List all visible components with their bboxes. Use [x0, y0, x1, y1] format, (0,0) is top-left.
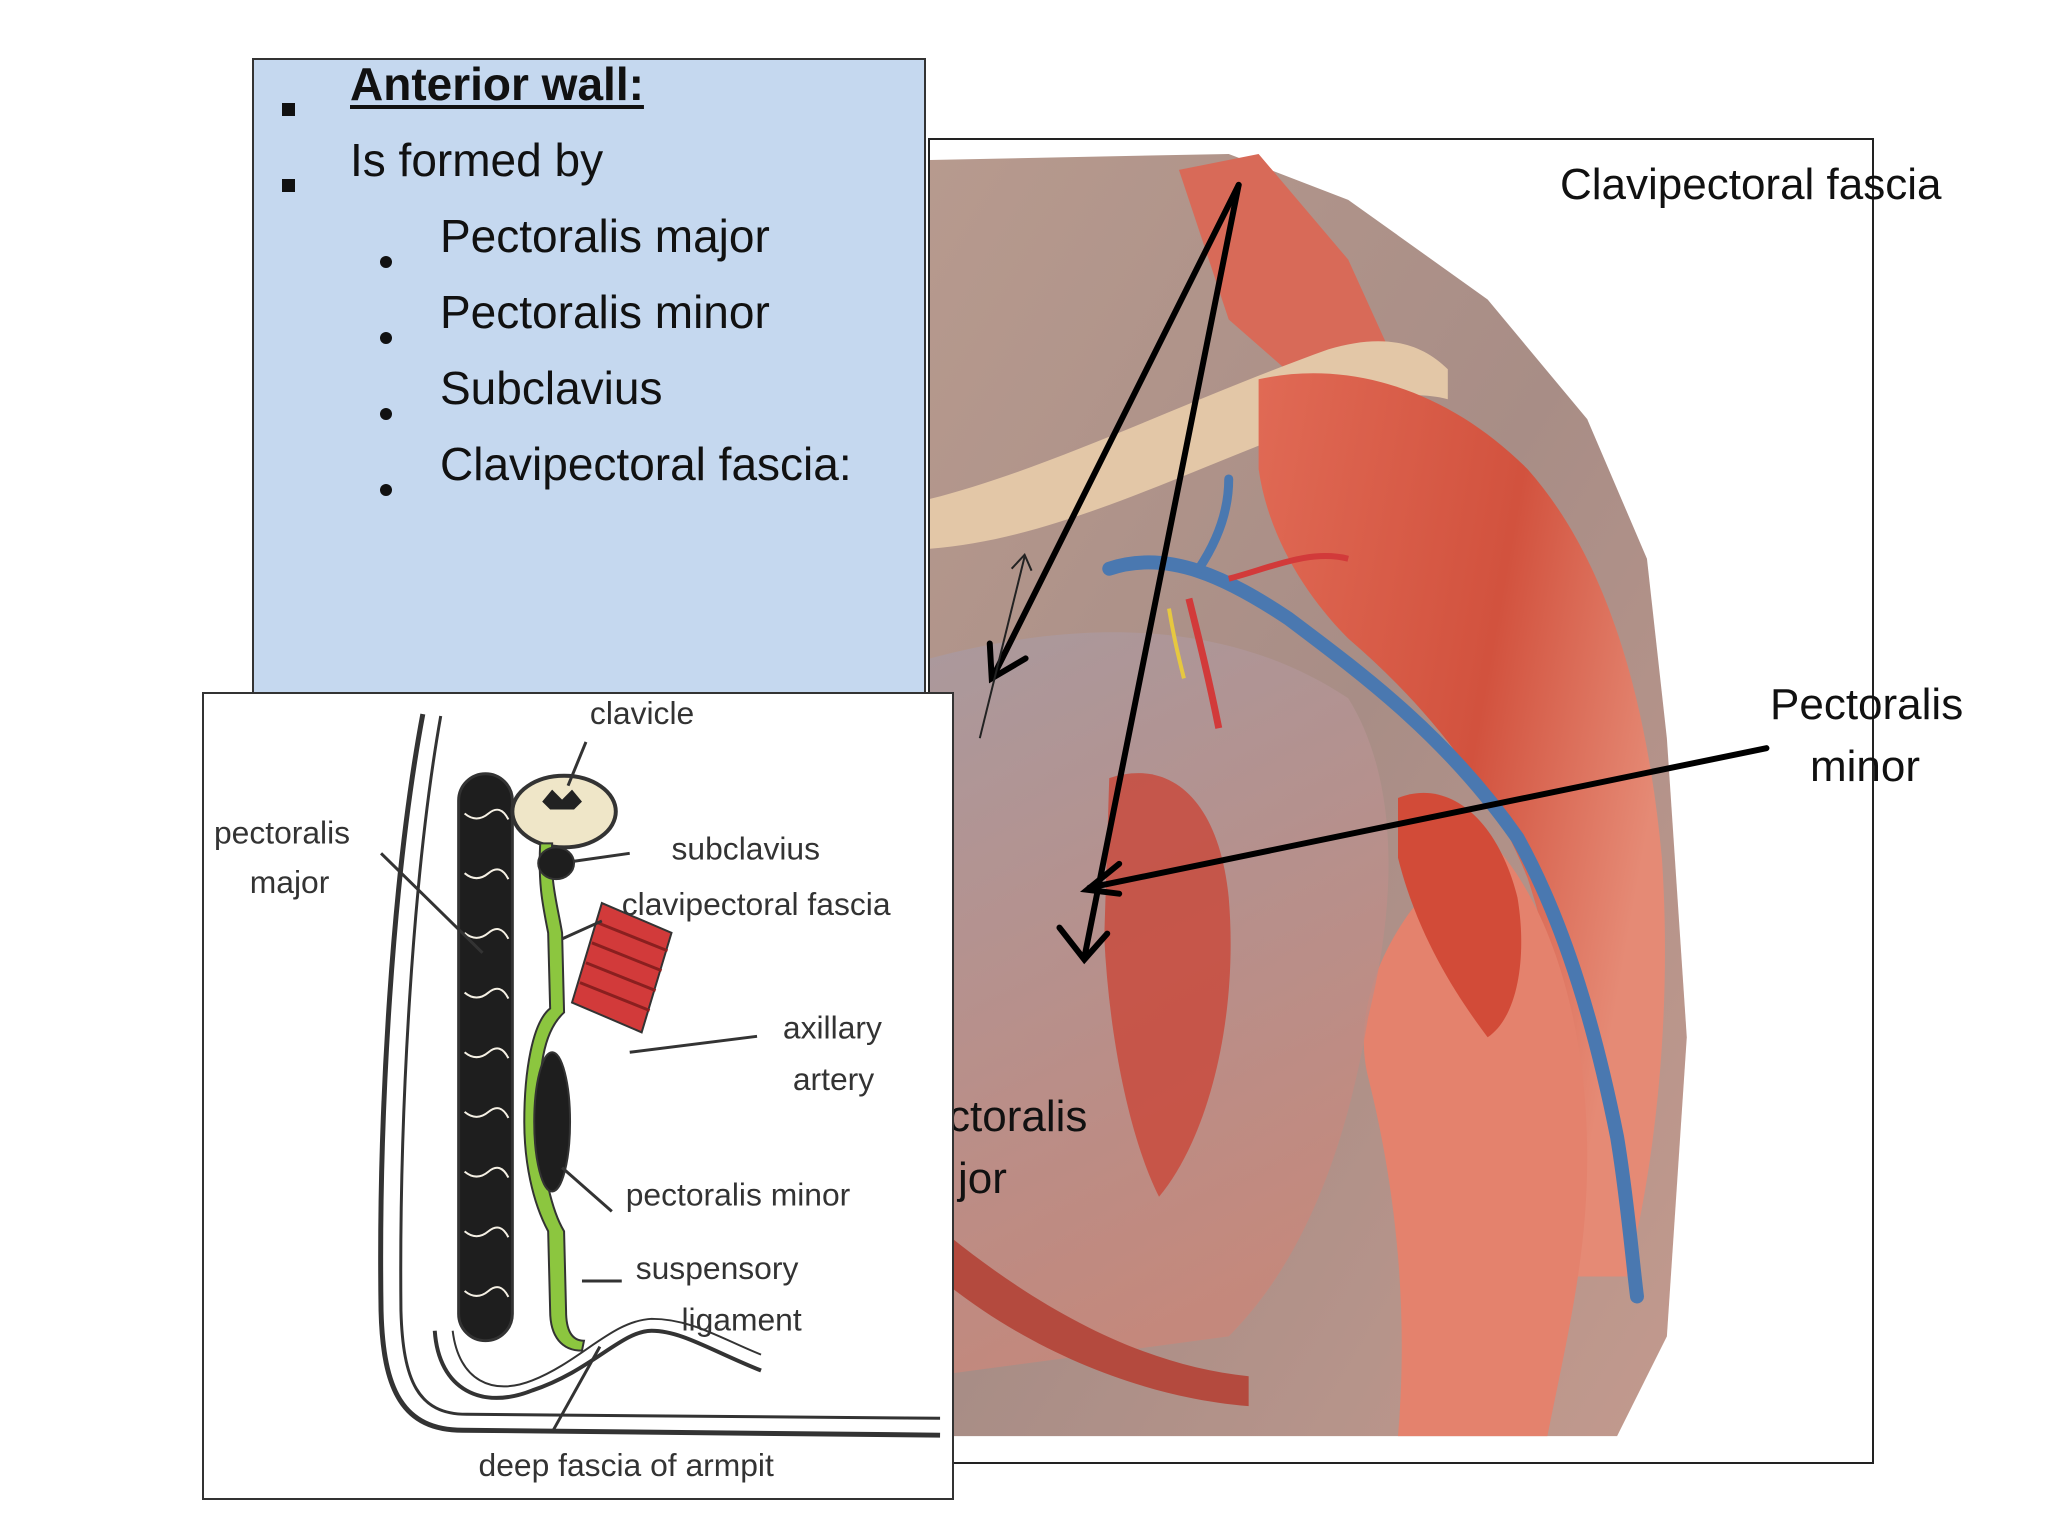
label-pectoralis-minor-2: minor	[1810, 742, 1921, 791]
item-subclavius: Subclavius	[440, 362, 663, 414]
nerve	[1167, 608, 1186, 679]
label-pectoralis-major-2: jor	[958, 1154, 1007, 1203]
square-bullet-icon	[282, 103, 295, 116]
pectoralis-major-shape	[457, 772, 514, 1343]
label-clavipectoral-fascia: Clavipectoral fascia	[1560, 160, 1942, 209]
label-pectoralis-minor-1: Pectoralis	[1770, 680, 1964, 729]
inset-label-pectoralis-minor: pectoralis minor	[626, 1176, 851, 1212]
axillary-artery-shape	[570, 901, 673, 1034]
arrow-head-3	[1080, 860, 1123, 897]
anatomy-illustration	[930, 153, 1770, 1437]
arrow-fascia-1	[991, 181, 1242, 677]
arrow-head-1	[986, 640, 1029, 684]
skin-inner	[399, 715, 941, 1420]
rib-edge	[949, 1236, 1249, 1407]
skin-outer	[378, 713, 941, 1438]
item-formed-by: Is formed by	[350, 134, 604, 186]
round-bullet-icon	[380, 256, 392, 268]
item-clavipectoral-fascia: Clavipectoral fascia:	[440, 438, 852, 490]
annotation-arrows	[986, 181, 1770, 965]
label-pectoralis-major-1: ctoralis	[948, 1092, 1088, 1141]
inset-label-suspensory-2: ligament	[681, 1302, 801, 1338]
inset-label-axillary-1: axillary	[783, 1009, 882, 1045]
inset-label-subclavius: subclavius	[672, 830, 821, 866]
inset-label-pectoralis-major-2: major	[250, 864, 330, 900]
inset-label-suspensory-1: suspensory	[636, 1250, 799, 1286]
deep-fascia-curve-2	[451, 1317, 762, 1388]
anatomy-photo-panel	[928, 138, 1874, 1464]
inset-label-clavipectoral-fascia: clavipectoral fascia	[622, 886, 891, 922]
inset-label-pectoralis-major-1: pectoralis	[214, 814, 350, 850]
arrow-pec-minor	[1086, 745, 1770, 891]
cephalic-vein	[1194, 474, 1234, 574]
leader-lines	[380, 741, 758, 1433]
subclavius-shape	[537, 846, 576, 881]
thoracoacromial-artery	[1185, 597, 1223, 729]
cross-section-diagram: clavicle pectoralis major subclavius cla…	[214, 695, 941, 1483]
square-bullet-icon	[282, 179, 295, 192]
heading-anterior-wall: Anterior wall:	[350, 58, 644, 110]
inset-label-axillary-2: artery	[793, 1061, 874, 1097]
deltoid-muscle	[1258, 373, 1665, 1277]
arrow-head-2	[1056, 924, 1111, 965]
round-bullet-icon	[380, 408, 392, 420]
arrow-fascia-2	[1081, 181, 1242, 961]
item-pectoralis-major: Pectoralis major	[440, 210, 770, 262]
inset-diagram: clavicle pectoralis major subclavius cla…	[202, 692, 954, 1500]
thin-arrow	[978, 552, 1033, 739]
round-bullet-icon	[380, 332, 392, 344]
text-box: Anterior wall: Is formed by Pectoralis m…	[252, 58, 926, 798]
axillary-vein	[1102, 555, 1644, 1304]
round-bullet-icon	[380, 484, 392, 496]
arm-muscle	[1363, 837, 1588, 1437]
pectoralis-minor-muscle	[1398, 792, 1522, 1038]
item-pectoralis-minor: Pectoralis minor	[440, 286, 770, 338]
clavicle-shape	[510, 773, 618, 850]
inset-label-deep-fascia: deep fascia of armpit	[479, 1447, 774, 1483]
muscle-texture	[463, 808, 510, 1298]
clavicle-marrow	[542, 789, 582, 810]
inset-label-clavicle: clavicle	[590, 695, 694, 731]
pectoralis-minor-shape	[533, 1051, 572, 1193]
artery-branch	[1228, 553, 1349, 582]
